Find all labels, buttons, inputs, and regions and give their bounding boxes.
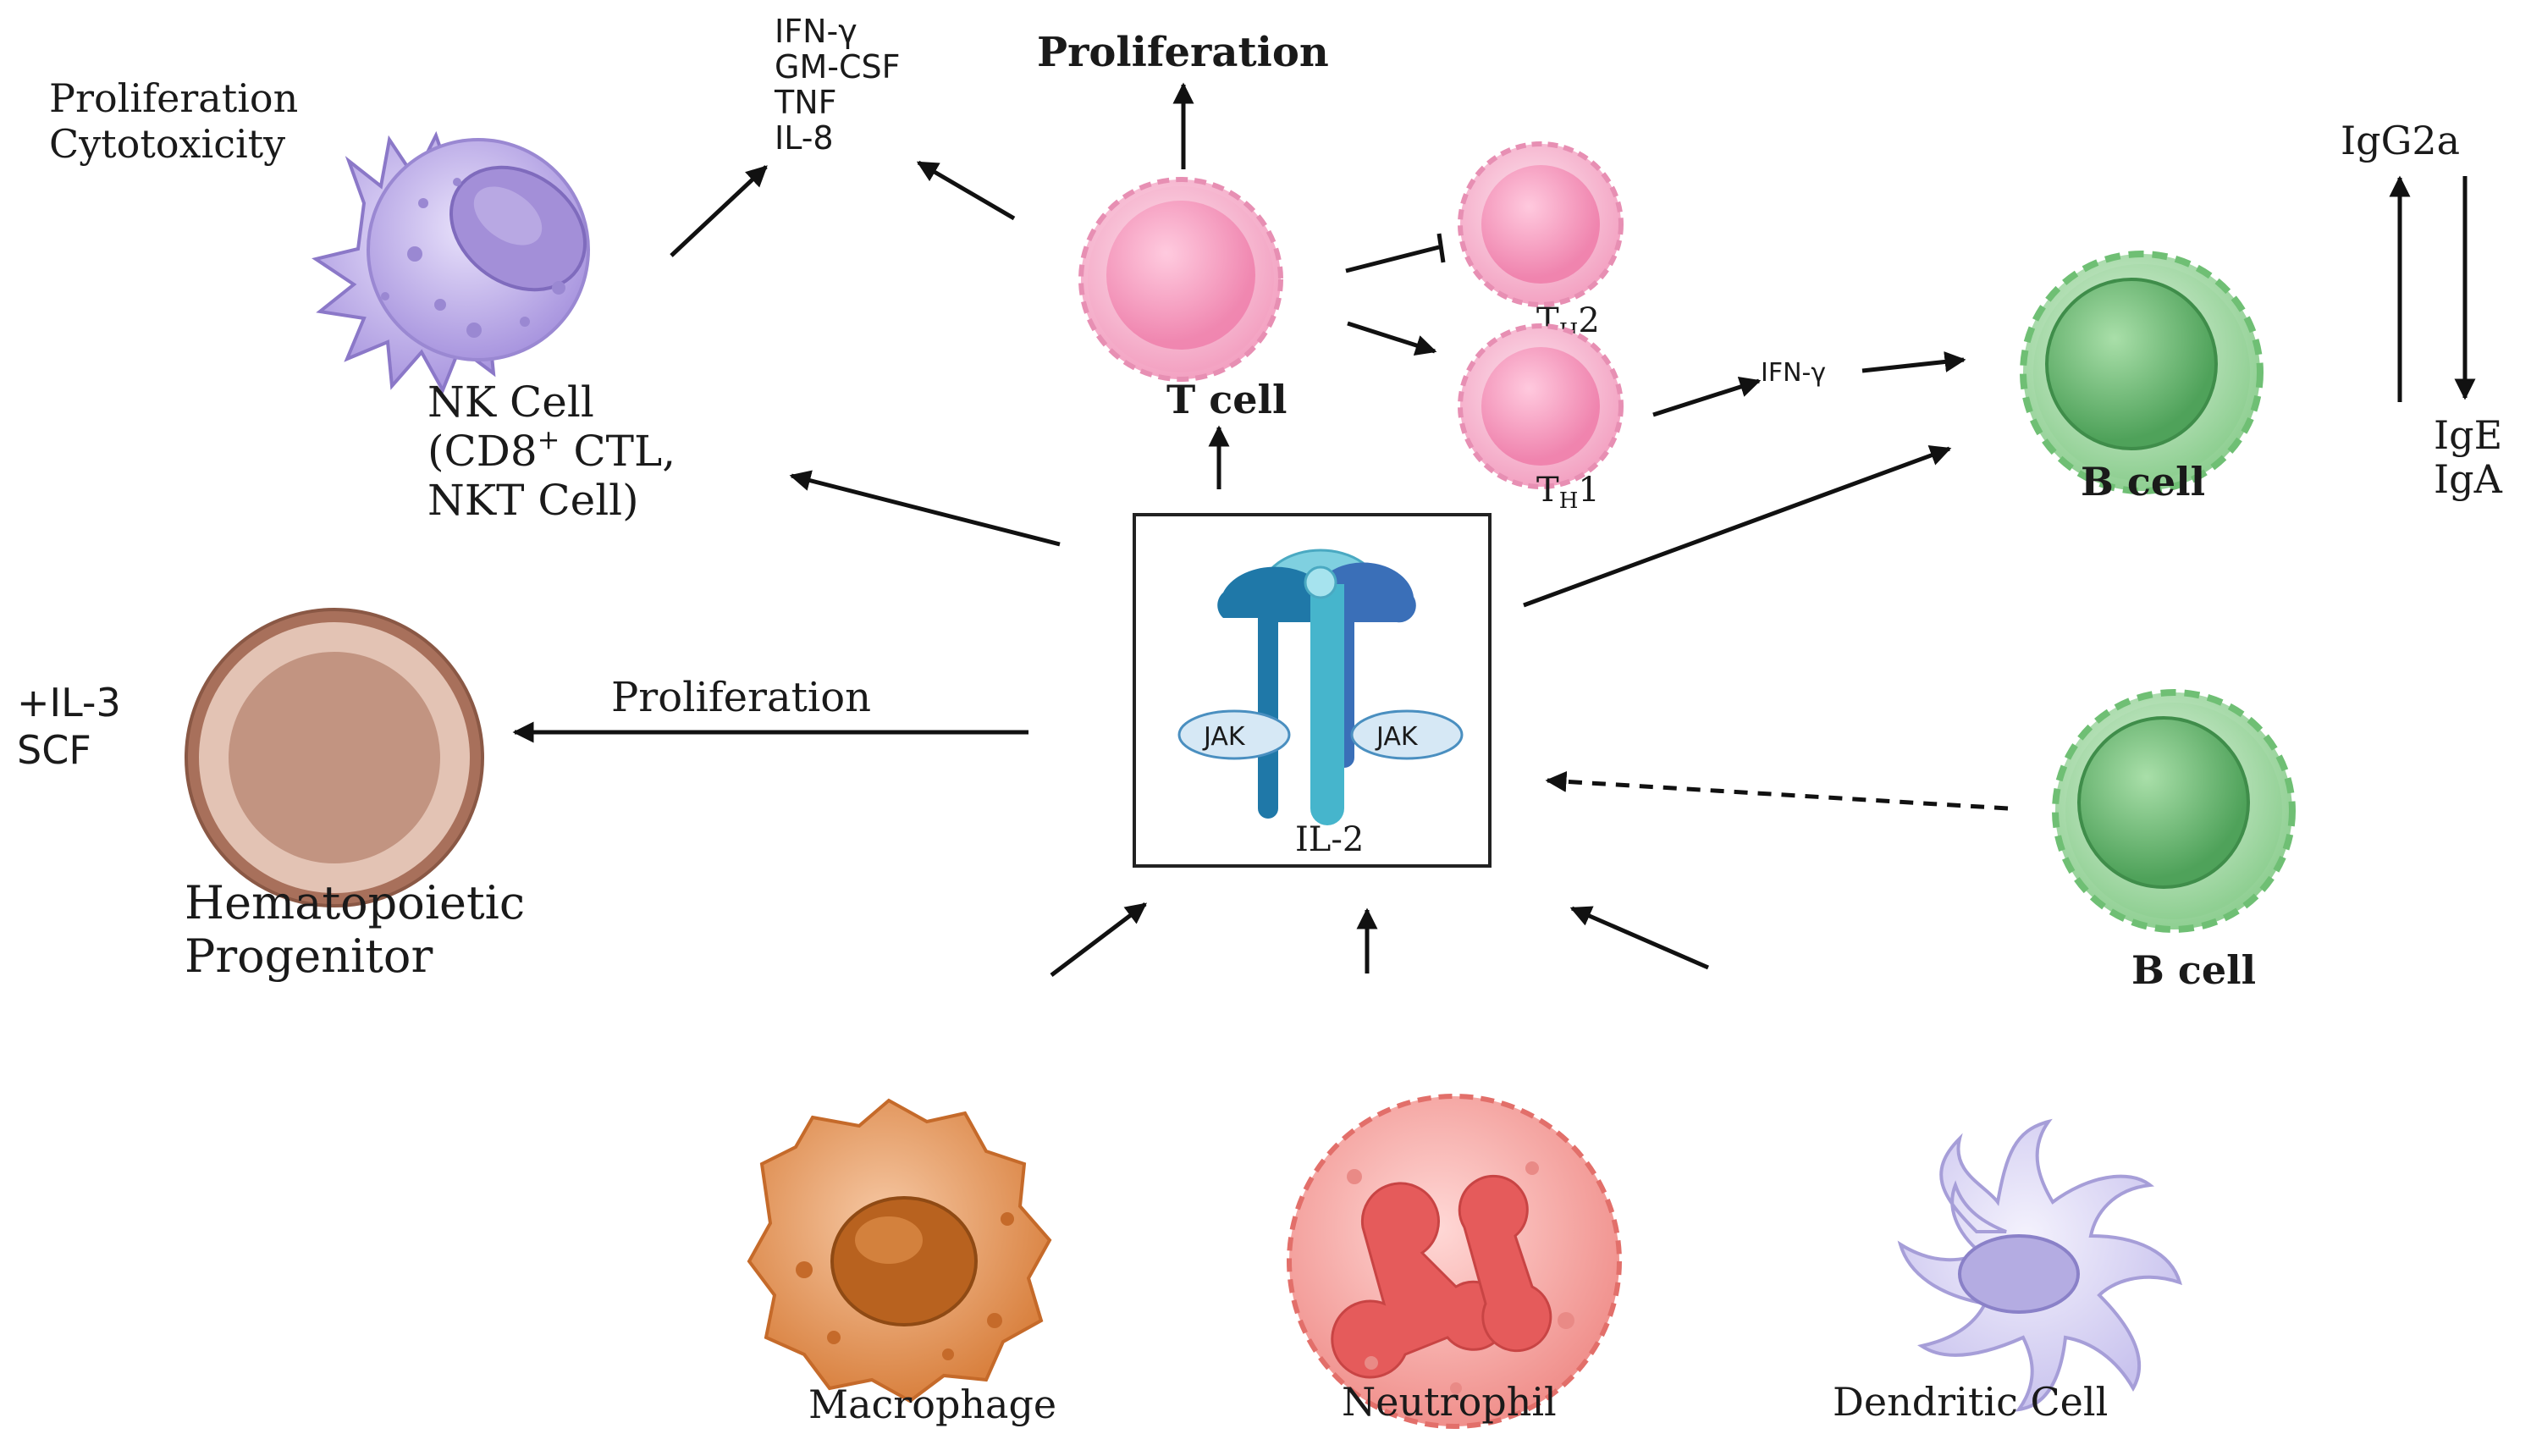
cofactor-scf: SCF [17,727,91,773]
arrow-th1-to-ifn [1652,376,1762,417]
secretion-tnf: TNF [774,84,837,121]
arrow-tcell-to-th1 [1347,321,1437,356]
progenitor-proliferation: Proliferation [611,674,871,721]
neutrophil-name: Neutrophil [1342,1379,1557,1425]
cofactor-il-3: +IL-3 [17,680,121,725]
th1-label: TH1 [1536,471,1600,514]
receptor-name: IL-2 [1295,820,1364,859]
th2-cell-icon [1458,141,1624,307]
inhibit-tcell-to-th2 [1345,245,1440,273]
nk-cell-subtypes-line2: NKT Cell) [427,476,639,525]
b-cell-target-icon [2020,251,2264,494]
isotype-igg2a: IgG2a [2341,118,2460,163]
neutrophil-icon [1287,1094,1622,1429]
arrows [512,82,2476,977]
hematopoietic-progenitor-icon [185,608,484,907]
secretion-ifn-gamma: IFN-γ [775,13,857,50]
b-cell-target-name: B cell [2081,459,2205,505]
macrophage-icon [747,1098,1052,1404]
nk-effects-label: Proliferation Cytotoxicity [49,75,298,167]
arrow-ifn-to-bcell [1861,350,1966,373]
progenitor-name-line2: Progenitor [185,929,433,983]
jak-left-label: JAK [1202,722,1246,752]
t-cell-proliferation: Proliferation [1037,29,1329,76]
dendritic-cell-name: Dendritic Cell [1833,1379,2108,1425]
nk-effect-cytotoxicity: Cytotoxicity [49,121,285,167]
nk-cell-name: NK Cell [427,378,594,427]
arrow-receptor-to-nk [789,470,1061,547]
arrow-bcell-to-receptor-dashed [1545,770,2009,811]
progenitor-name-line1: Hematopoietic [185,876,525,929]
b-cell-source-icon [2052,689,2296,933]
isotype-ige: IgE [2434,412,2502,458]
isotype-iga: IgA [2434,456,2503,502]
nk-cell-subtypes: (CD8+ CTL, [427,423,675,476]
arrow-macrophage-to-receptor [1050,902,1147,977]
nk-cell-icon [312,130,590,394]
nk-cell-label: NK Cell (CD8+ CTL, NKT Cell) [427,378,675,525]
secretion-gm-csf: GM-CSF [775,48,900,85]
arrow-tcell-to-secretions [916,160,1016,221]
t-cell-name: T cell [1166,377,1287,422]
jak-right-label: JAK [1375,722,1419,752]
nk-secretions: IFN-γ GM-CSF TNF IL-8 [774,13,900,157]
dendritic-cell-icon [1897,1118,2182,1412]
macrophage-name: Macrophage [808,1382,1056,1427]
arrow-receptor-to-bcell [1523,445,1952,608]
inhibit-bar-th2 [1436,233,1446,263]
secretion-il-8: IL-8 [775,119,834,157]
th1-secretion-ifn-gamma: IFN-γ [1761,358,1826,388]
th1-cell-icon [1458,323,1624,489]
arrow-dendritic-to-receptor [1569,906,1709,970]
il2-receptor-box [1133,513,1492,868]
nk-effect-proliferation: Proliferation [49,75,298,121]
b-cell-source-name: B cell [2131,947,2256,993]
arrow-nk-to-secretions [670,165,768,257]
t-cell-icon [1078,177,1283,382]
